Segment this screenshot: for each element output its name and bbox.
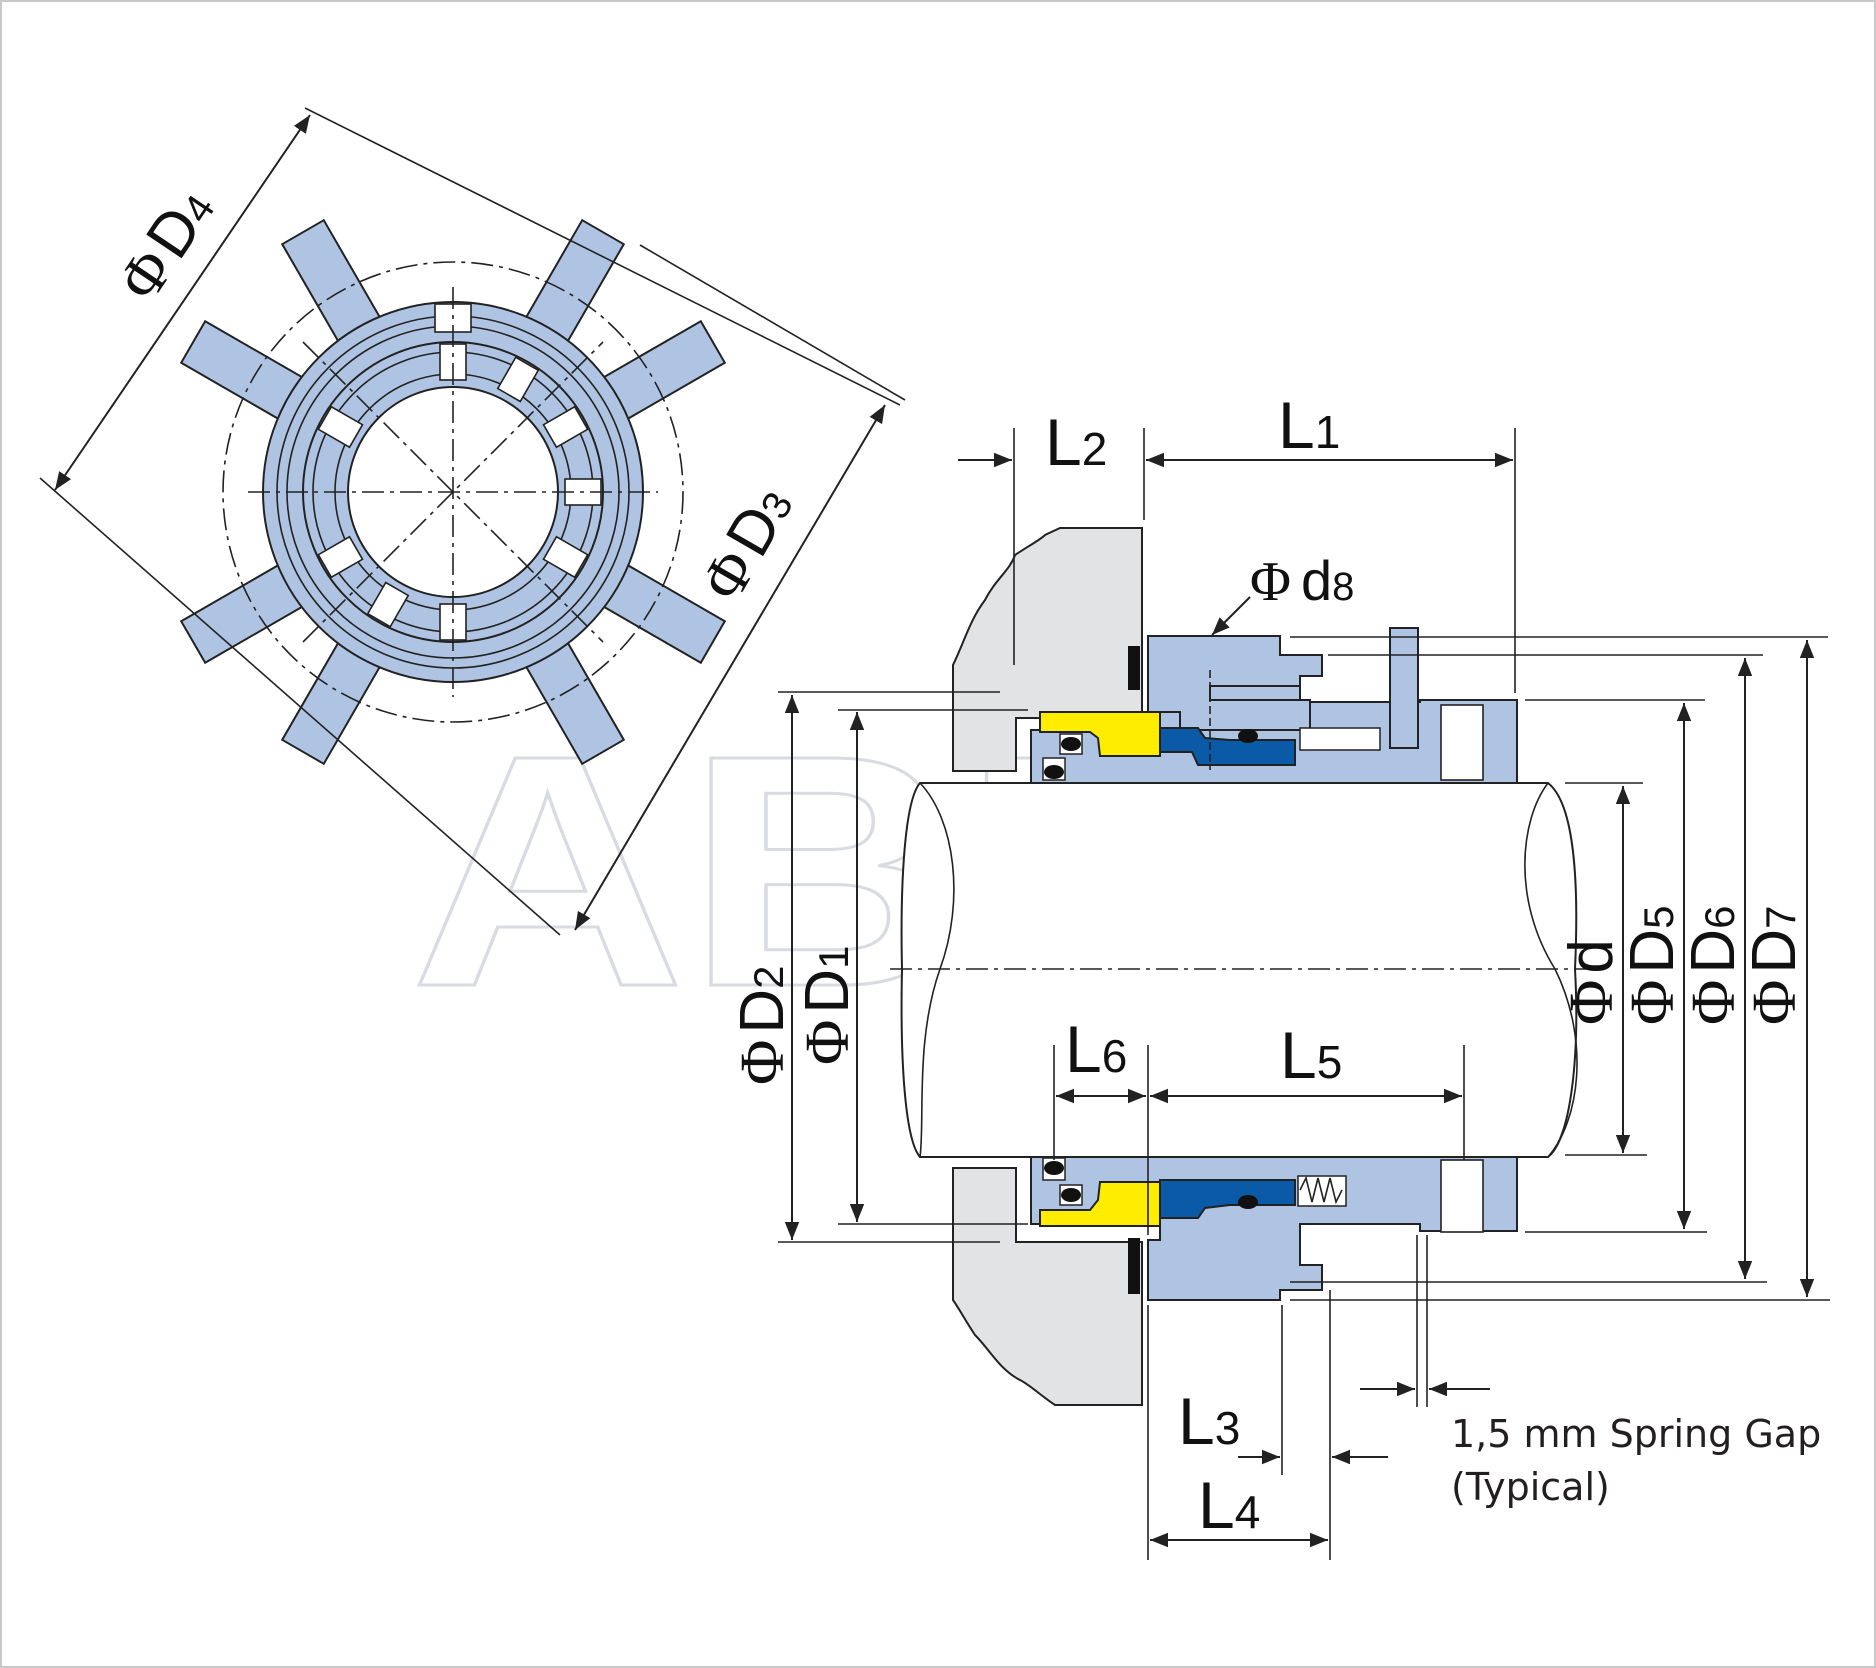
seal-lower	[1030, 1156, 1518, 1301]
d5-label: ΦD5	[1618, 906, 1687, 1025]
d1-label: ΦD1	[793, 946, 862, 1065]
d2-label: ΦD2	[728, 966, 797, 1085]
spring-gap-note: 1,5 mm Spring Gap	[1451, 1412, 1821, 1456]
dimension-l1-l2: L2 L1	[958, 388, 1516, 693]
l5-label: L5	[1280, 1018, 1342, 1092]
l4-label: L4	[1198, 1468, 1260, 1542]
dimension-right-diameters: Φd ΦD5 ΦD6 ΦD7	[1557, 640, 1815, 1297]
extension-lines	[778, 636, 1830, 1301]
end-view	[179, 218, 727, 766]
seal-upper	[1030, 627, 1518, 784]
l2-label: L2	[1045, 405, 1107, 479]
dimension-l5-l6: L6 L5	[1053, 1012, 1465, 1235]
dimension-l3-l4: L3 L4	[1147, 1290, 1388, 1560]
spring-gap-note-typical: (Typical)	[1451, 1465, 1610, 1509]
d3-label: ΦD3	[687, 475, 806, 612]
d-label: Φd	[1557, 939, 1626, 1025]
l1-label: L1	[1278, 388, 1340, 462]
shaft	[890, 782, 1590, 1158]
l3-label: L3	[1178, 1384, 1240, 1458]
d6-label: ΦD6	[1679, 906, 1748, 1025]
dimension-d1-d2: ΦD2 ΦD1	[728, 695, 865, 1240]
gland-lower	[952, 1167, 1143, 1406]
l6-label: L6	[1065, 1012, 1127, 1086]
d7-label: ΦD7	[1740, 906, 1809, 1025]
d4-label: ΦD4	[104, 176, 227, 313]
spring-gap-dimension: 1,5 mm Spring Gap (Typical)	[1360, 1235, 1821, 1509]
